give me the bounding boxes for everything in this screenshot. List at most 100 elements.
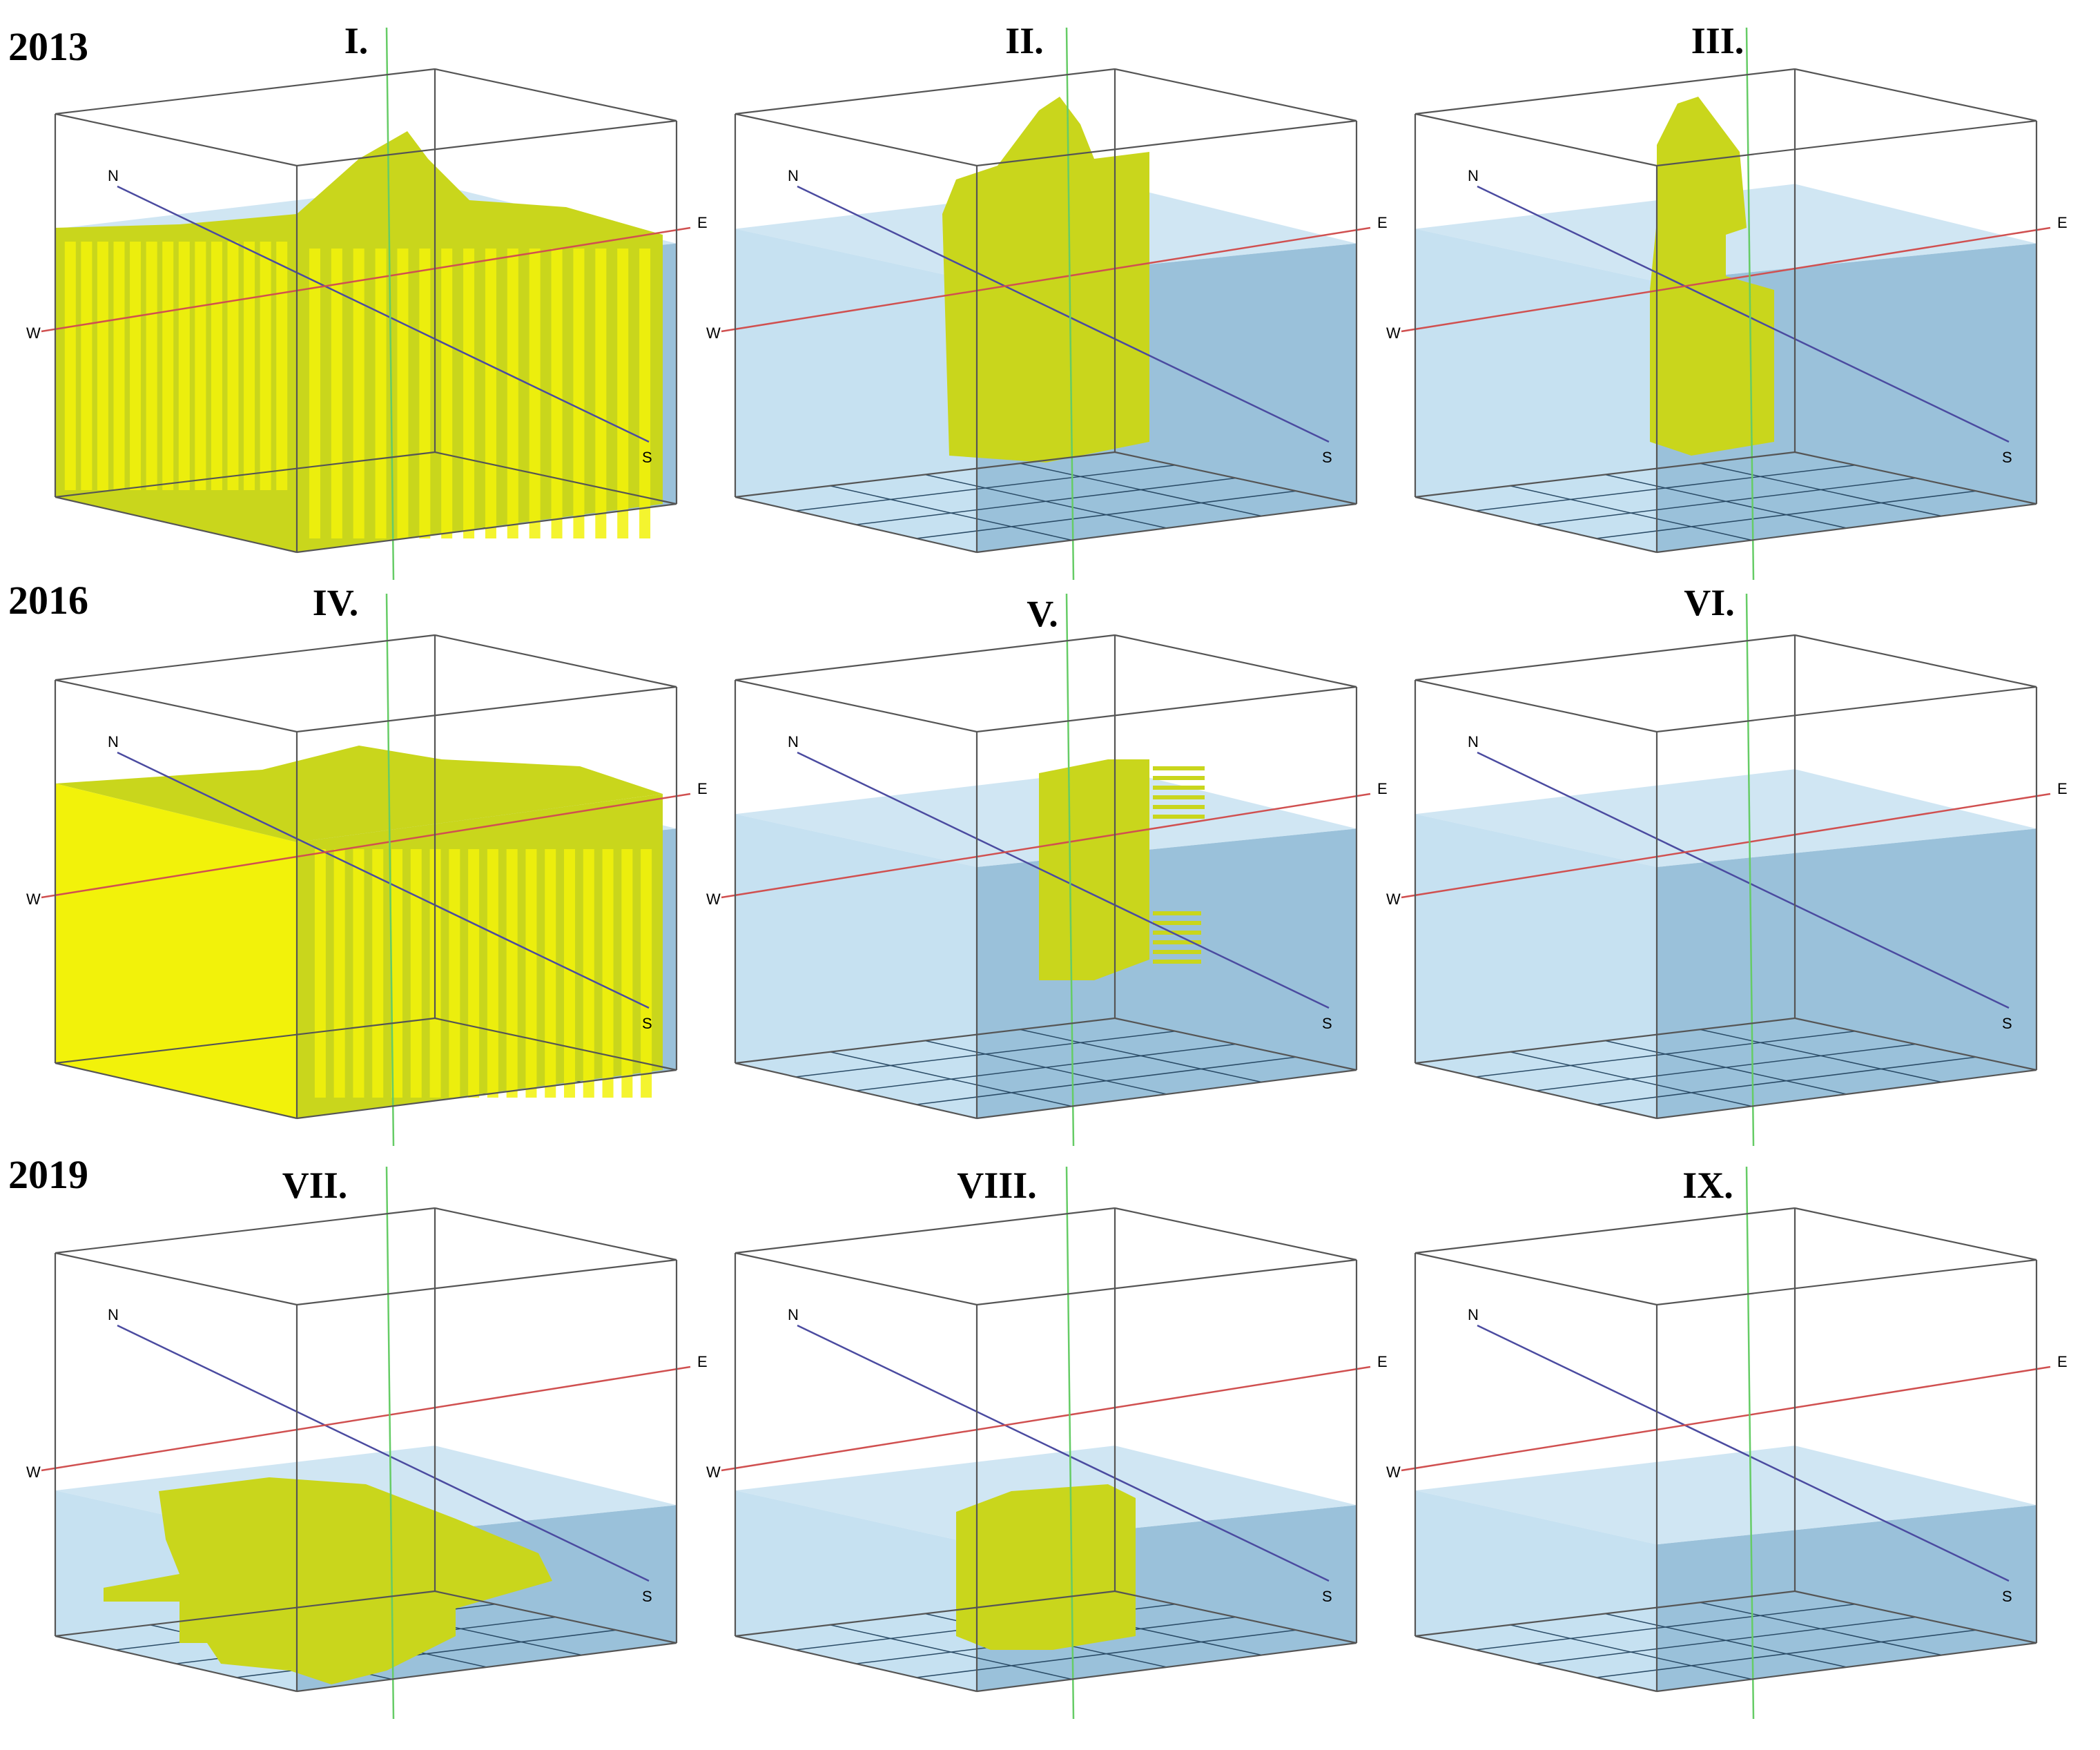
east-label: E [1377,214,1388,231]
west-east-axis [41,1365,691,1472]
plume-stripe [146,242,157,490]
plume-stripe [130,242,142,490]
west-east-axis [1401,1365,2051,1472]
north-label: N [1468,733,1479,750]
plume-stripe [506,849,518,1098]
box-edge [1114,68,1357,122]
box-edge [296,1642,677,1693]
box-edge [735,1207,1116,1254]
box-edge [735,1062,978,1120]
plume-stripe [639,249,651,538]
vertical-axis [1745,1166,1755,1720]
box-edge [976,1069,1357,1120]
west-east-axis [721,226,1371,333]
water-surface [1415,769,2036,867]
plume-stripe [372,849,384,1098]
panel-title-6: VI. [1684,582,1735,623]
north-label: N [108,167,119,184]
plume-stripe [276,242,288,490]
box-edge [1114,451,1357,505]
west-label: W [26,324,41,342]
plume-stripe [468,849,480,1098]
vertical-axis [1065,593,1075,1147]
floor-grid-line [1596,490,1976,539]
plume-stripe [449,849,460,1098]
box-edge [976,1642,1357,1693]
west-label: W [26,1464,41,1481]
west-label: W [706,1464,721,1481]
plume-stripe [227,242,239,490]
panel-title-7: VII. [282,1165,348,1206]
plume-stripe [244,242,255,490]
box-edge [1794,1207,2037,1261]
box-edge [1414,1207,1796,1254]
west-label: W [26,891,41,908]
plume-stripe [1153,776,1205,780]
plume-stripe [391,849,402,1098]
panel-title-8: VIII. [957,1165,1037,1206]
plume-stripe [487,849,498,1098]
panel-title-9: IX. [1682,1165,1733,1206]
east-label: E [2057,1353,2068,1370]
plume-stripe [1153,931,1201,935]
panel-title-3: III. [1691,20,1744,61]
panel-title-1: I. [344,20,369,61]
plume-stripe [195,242,206,490]
north-south-axis [117,751,650,1009]
north-label: N [1468,167,1479,184]
plume-body [55,784,297,1118]
box-edge [1794,1017,2037,1071]
plume-stripe [573,249,585,538]
box-edge [434,1590,677,1644]
plume-stripe [1153,815,1205,819]
plume-stripe [545,849,556,1098]
box-edge [55,679,298,733]
north-south-axis [797,185,1330,443]
west-label: W [706,891,721,908]
box-edge [735,679,978,733]
water-body-front [735,814,977,1118]
box-edge [434,1017,677,1071]
box-edge [735,634,1116,681]
year-label-2019: 2019 [8,1152,88,1197]
box-edge [434,68,677,122]
box-edge [55,1590,436,1637]
plume-stripe [113,242,125,490]
plume-stripe [1153,911,1201,915]
north-label: N [108,1306,119,1323]
plume-stripe [211,242,222,490]
plume-stripe [419,249,431,538]
north-south-axis [1477,1324,2010,1582]
plume-body [1039,759,1149,980]
box-edge [296,686,677,733]
box-edge [1414,1062,1657,1120]
plume-stripe [551,249,563,538]
east-label: E [1377,780,1388,797]
box-edge [1794,1590,2037,1644]
north-label: N [1468,1306,1479,1323]
box-edge [434,634,677,688]
plume-stripe [525,849,537,1098]
vertical-axis [1065,1166,1075,1720]
plume-stripe [1153,805,1205,809]
box-edge [1114,1590,1357,1644]
north-south-axis [797,1324,1330,1582]
box-edge [55,1062,298,1120]
floor-grid-line [924,1040,1167,1095]
east-label: E [2057,780,2068,797]
vertical-axis [385,1166,395,1720]
plume-body [104,1477,552,1684]
water-body-front [735,1490,977,1691]
box-edge [976,1258,1357,1306]
box-edge [1114,634,1357,688]
plume-stripe [1153,950,1201,954]
plume-stripe [441,249,453,538]
box-edge [1414,1252,1657,1306]
box-edge [735,1252,978,1306]
plume-stripe [1153,921,1201,925]
box-edge [735,113,978,167]
